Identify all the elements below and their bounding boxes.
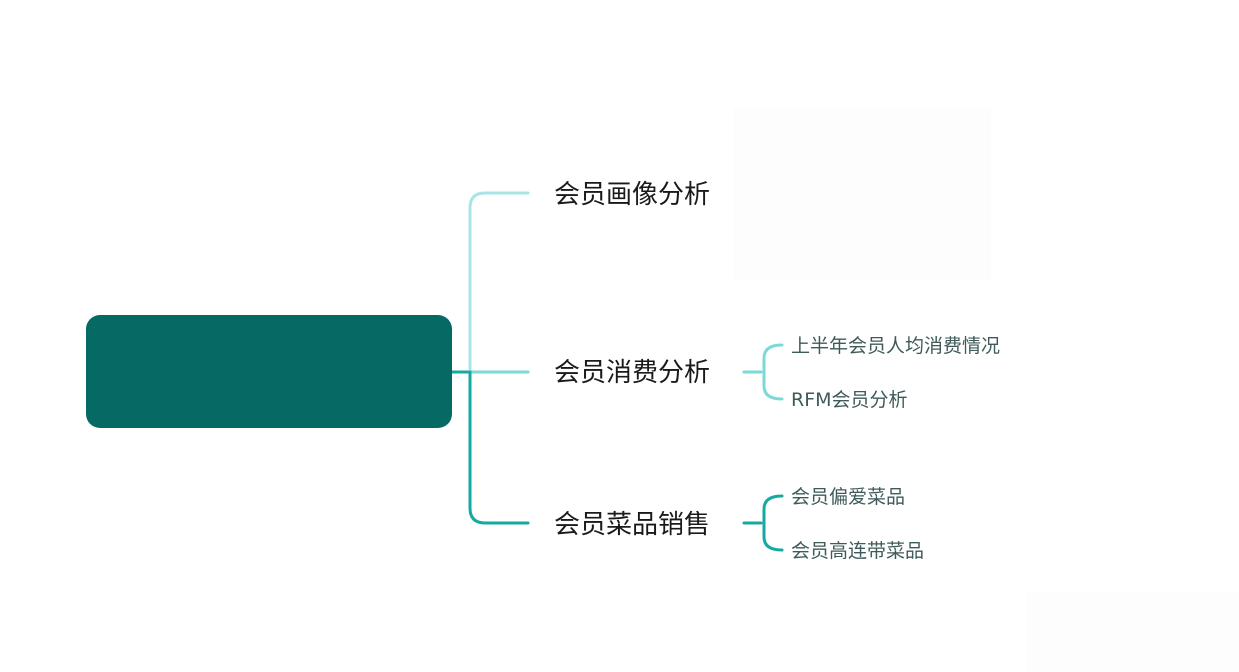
branch-node-member-dish-sales[interactable]: 会员菜品销售 <box>554 510 711 540</box>
connector-branch-1 <box>468 191 530 374</box>
connector-branch-3-bracket <box>762 494 784 552</box>
faint-image-placeholder <box>733 108 991 280</box>
leaf-node-cross-sell-dishes[interactable]: 会员高连带菜品 <box>791 540 925 562</box>
leaf-node-favorite-dishes[interactable]: 会员偏爱菜品 <box>791 486 906 508</box>
leaf-node-rfm-analysis[interactable]: RFM会员分析 <box>791 389 908 411</box>
branch-node-member-spending[interactable]: 会员消费分析 <box>554 358 711 388</box>
branch-node-member-profile[interactable]: 会员画像分析 <box>554 180 711 210</box>
faint-corner-placeholder <box>1026 592 1239 672</box>
connector-branch-3 <box>468 370 530 525</box>
connector-branch-2-bracket <box>762 343 784 401</box>
mindmap-root-node[interactable] <box>86 315 452 428</box>
leaf-node-avg-spending[interactable]: 上半年会员人均消费情况 <box>791 335 1001 357</box>
